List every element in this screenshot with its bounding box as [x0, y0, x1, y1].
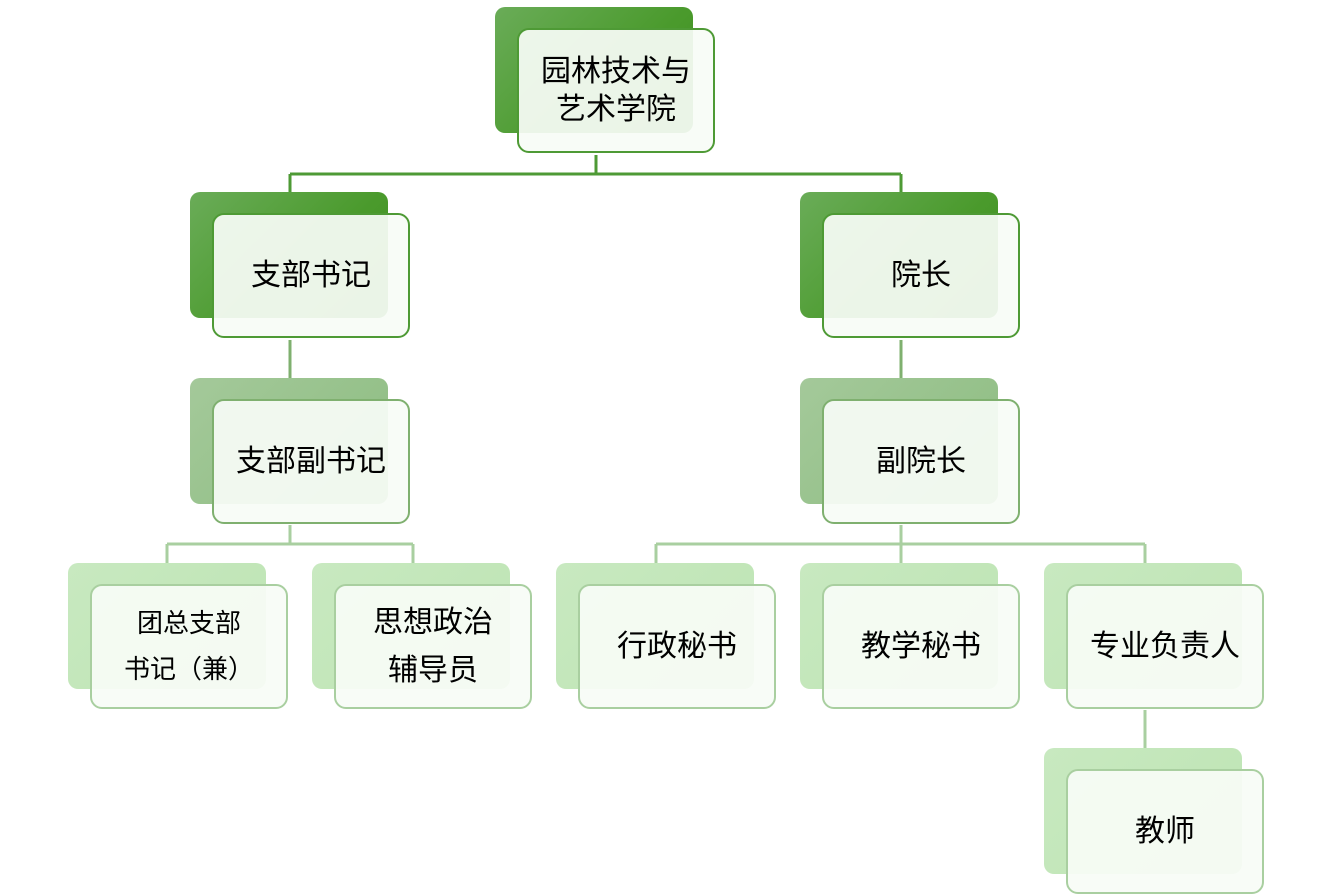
node-teaching-secretary: 教学秘书 [800, 563, 1022, 711]
node-label: 思想政治 辅导员 [334, 584, 532, 709]
connector-vice-dean [654, 525, 1147, 563]
node-admin-secretary: 行政秘书 [556, 563, 778, 711]
node-college: 园林技术与 艺术学院 [495, 7, 717, 155]
connector-deputy-branch-secretary [165, 525, 415, 563]
connector-college [288, 155, 903, 192]
node-deputy-branch-secretary: 支部副书记 [190, 378, 412, 526]
node-label: 院长 [822, 213, 1020, 338]
node-branch-secretary: 支部书记 [190, 192, 412, 340]
node-program-leader: 专业负责人 [1044, 563, 1266, 711]
node-label: 教学秘书 [822, 584, 1020, 709]
node-label: 教师 [1066, 769, 1264, 894]
node-label: 支部书记 [212, 213, 410, 338]
node-label: 团总支部 书记（兼） [90, 584, 288, 709]
node-label: 专业负责人 [1066, 584, 1264, 709]
node-vice-dean: 副院长 [800, 378, 1022, 526]
node-label: 副院长 [822, 399, 1020, 524]
node-counselor: 思想政治 辅导员 [312, 563, 534, 711]
node-teacher: 教师 [1044, 748, 1266, 896]
node-label: 行政秘书 [578, 584, 776, 709]
node-league-secretary: 团总支部 书记（兼） [68, 563, 290, 711]
node-label: 园林技术与 艺术学院 [517, 28, 715, 153]
node-dean: 院长 [800, 192, 1022, 340]
node-label: 支部副书记 [212, 399, 410, 524]
